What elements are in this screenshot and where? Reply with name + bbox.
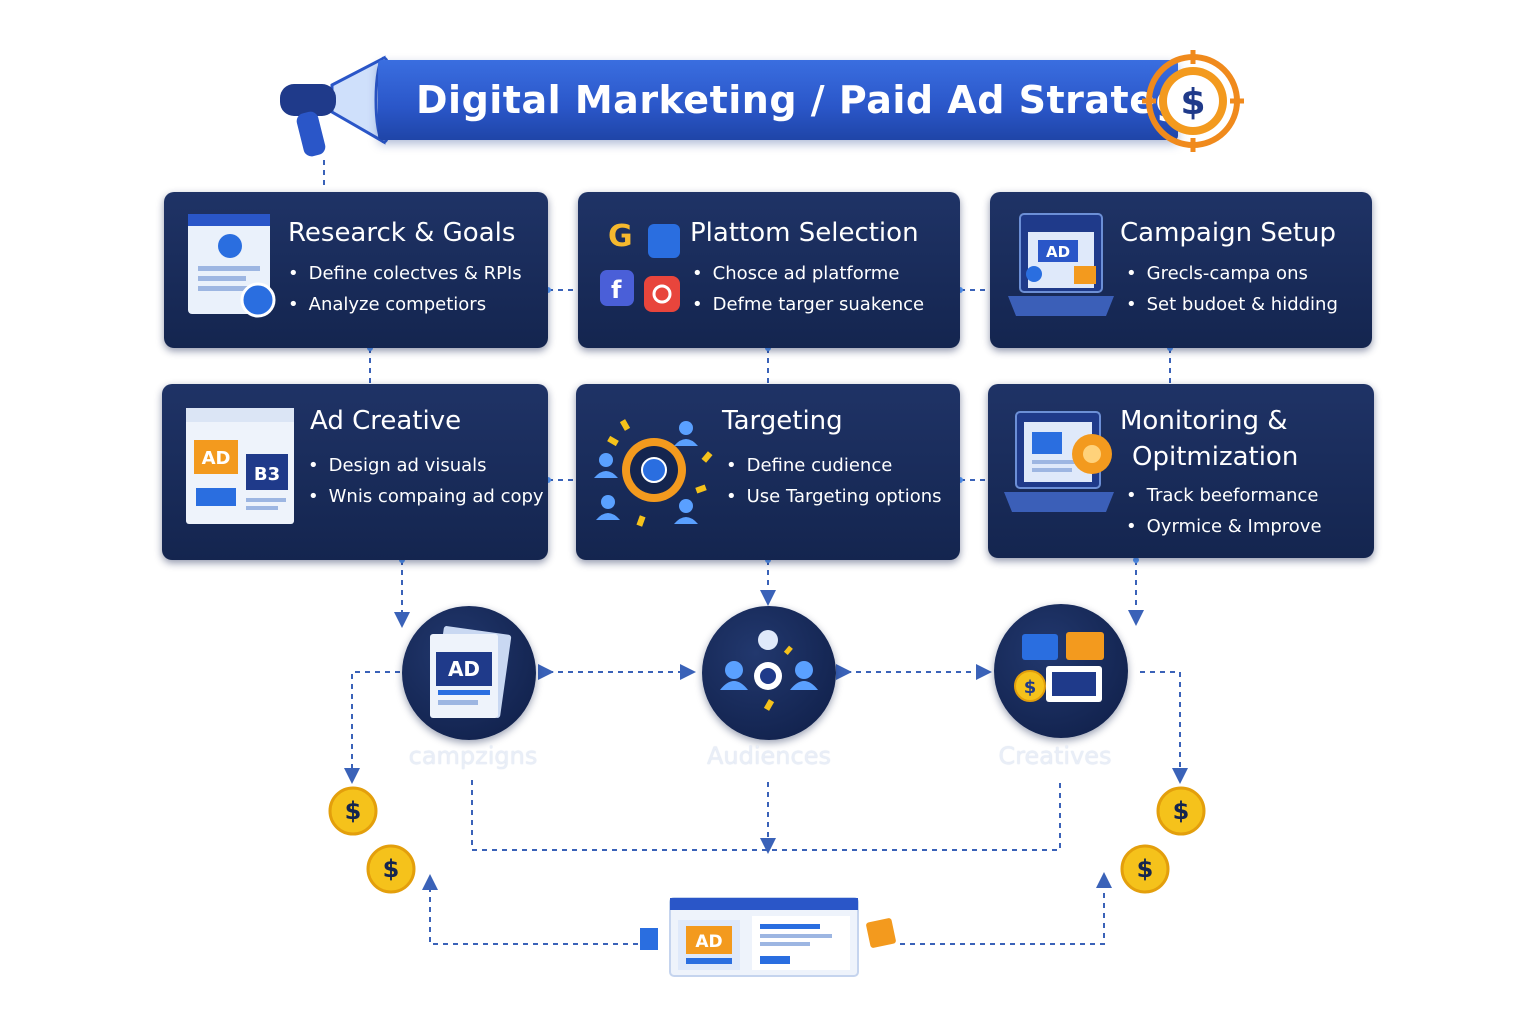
step-title-line2: Opitmization bbox=[1132, 442, 1299, 472]
dollar-coin-icon: $ bbox=[1120, 844, 1170, 894]
step-bullet: Design ad visuals bbox=[308, 450, 544, 481]
step-card-monitoring-optimization: Monitoring & Opitmization Track beeforma… bbox=[988, 384, 1374, 558]
dollar-symbol: $ bbox=[1180, 82, 1205, 123]
step-title: Campaign Setup bbox=[1120, 218, 1336, 248]
svg-text:f: f bbox=[611, 276, 622, 304]
circle-creatives: $ bbox=[994, 604, 1128, 738]
svg-text:G: G bbox=[608, 219, 633, 254]
step-title: Researck & Goals bbox=[288, 218, 516, 248]
dollar-symbol: $ bbox=[345, 797, 362, 825]
step-bullet: Define colectves & RPIs bbox=[288, 258, 522, 289]
audience-target-icon bbox=[594, 419, 713, 527]
dollar-symbol: $ bbox=[1137, 855, 1154, 883]
laptop-ad-icon: AD bbox=[1008, 213, 1114, 316]
laptop-gear-icon bbox=[1004, 411, 1114, 512]
step-card-ad-creative: AD B3 Ad Creative Design ad visuals Wnis… bbox=[162, 384, 548, 560]
dollar-coin-icon: $ bbox=[328, 786, 378, 836]
step-bullet: Track beeformance bbox=[1126, 480, 1322, 511]
ad-label: AD bbox=[448, 657, 480, 681]
step-card-research-goals: Researck & Goals Define colectves & RPIs… bbox=[164, 192, 548, 348]
step-title: Plattom Selection bbox=[690, 218, 919, 248]
ad-design-icon: AD B3 bbox=[186, 408, 294, 524]
step-bullet: Grecls-campa ons bbox=[1126, 258, 1338, 289]
title-banner: Digital Marketing / Paid Ad Strategy bbox=[378, 60, 1208, 140]
step-card-campaign-setup: AD Campaign Setup Grecls-campa ons Set b… bbox=[990, 192, 1372, 348]
dollar-target-icon: $ bbox=[1142, 50, 1244, 152]
step-bullet: Defme targer suakence bbox=[692, 289, 924, 320]
circle-campaigns: AD bbox=[402, 606, 536, 740]
step-bullets: Grecls-campa ons Set budoet & hidding bbox=[1126, 258, 1338, 320]
dollar-symbol: $ bbox=[1173, 797, 1190, 825]
audience-people-icon bbox=[720, 630, 818, 711]
step-bullet: Wnis compaing ad copy bbox=[308, 481, 544, 512]
step-bullet: Set budoet & hidding bbox=[1126, 289, 1338, 320]
dollar-coin-icon: $ bbox=[366, 844, 416, 894]
dollar-symbol: $ bbox=[1024, 677, 1037, 698]
page-title: Digital Marketing / Paid Ad Strategy bbox=[416, 78, 1209, 122]
step-bullet: Use Targeting options bbox=[726, 481, 942, 512]
step-card-platform-selection: G f Plattom Selection Choscе ad platform… bbox=[578, 192, 960, 348]
step-bullets: Define cudience Use Targeting options bbox=[726, 450, 942, 512]
step-title: Targeting bbox=[722, 406, 843, 436]
step-title: Monitoring & bbox=[1120, 406, 1288, 436]
dollar-coin-icon: $ bbox=[1156, 786, 1206, 836]
ad-label: AD bbox=[1046, 243, 1070, 261]
social-platforms-icon: G f bbox=[600, 219, 680, 312]
circle-label-creatives: Creatives bbox=[998, 742, 1112, 770]
step-bullet: Define cudience bbox=[726, 450, 942, 481]
step-bullet: Choscе ad platforme bbox=[692, 258, 924, 289]
step-bullets: Choscе ad platforme Defme targer suakenc… bbox=[692, 258, 924, 320]
ad-label: AD bbox=[695, 932, 722, 952]
step-bullets: Define colectves & RPIs Analyze competio… bbox=[288, 258, 522, 320]
step-bullets: Track beeformance Oyrmice & Improve bbox=[1126, 480, 1322, 542]
step-bullet: Oyrmice & Improve bbox=[1126, 511, 1322, 542]
b3-label: B3 bbox=[254, 464, 280, 485]
step-card-targeting: Targeting Define cudience Use Targeting … bbox=[576, 384, 960, 560]
step-title: Ad Creative bbox=[310, 406, 462, 436]
step-bullets: Design ad visuals Wnis compaing ad copy bbox=[308, 450, 544, 512]
ad-screen-icon: AD bbox=[640, 897, 896, 977]
creative-media-icon: $ bbox=[1014, 632, 1104, 702]
ad-documents-icon: AD bbox=[430, 626, 512, 718]
ad-label: AD bbox=[202, 448, 231, 469]
circle-label-campaigns: campzigns bbox=[408, 742, 538, 770]
circle-label-audiences: Audiences bbox=[707, 742, 831, 770]
document-chart-icon bbox=[188, 214, 276, 318]
step-bullet: Analyze competiors bbox=[288, 289, 522, 320]
dollar-symbol: $ bbox=[383, 855, 400, 883]
circle-audiences bbox=[702, 606, 836, 740]
